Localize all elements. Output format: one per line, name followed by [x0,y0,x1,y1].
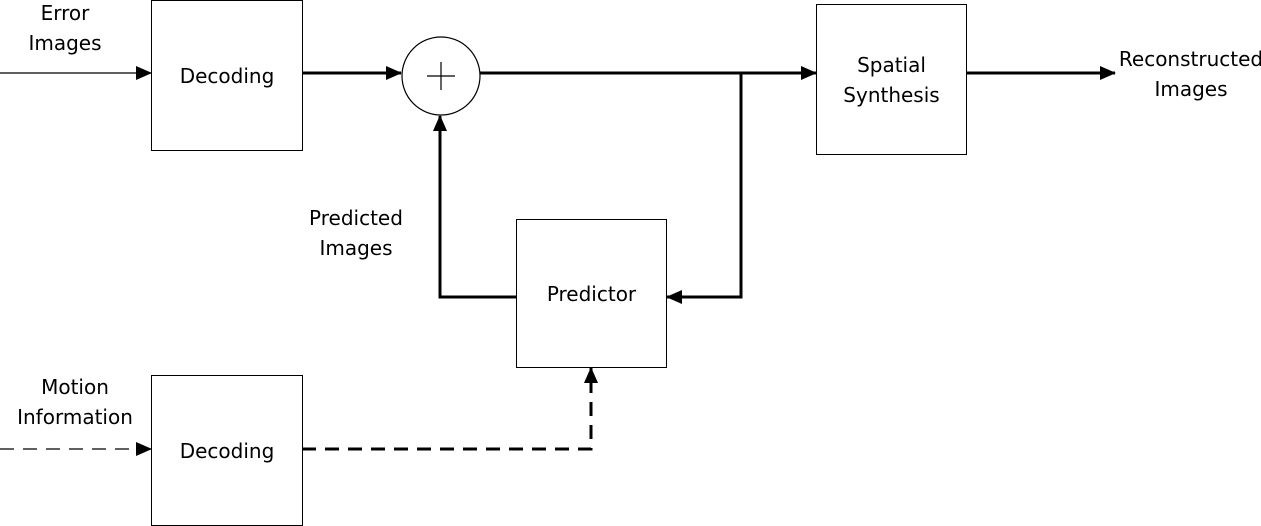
predictor-block: Predictor [516,219,667,368]
decoding-block-bottom: Decoding [151,375,303,526]
motion-decoding-to-predictor-arrow [302,367,598,451]
predicted-images-label: Predicted Images [309,206,403,260]
spatial-synthesis-label: Spatial Synthesis [843,52,940,107]
reconstructed-images-label: Reconstructed Images [1118,47,1261,101]
motion-information-label: Motion Information [17,375,133,429]
decoding-block-bottom-label: Decoding [179,438,275,463]
error-images-label: Error Images [28,1,102,55]
decoding-block-top: Decoding [151,0,303,151]
spatial-synthesis-block: Spatial Synthesis [816,4,967,155]
decoding-block-top-label: Decoding [179,63,275,88]
predictor-label: Predictor [546,281,637,306]
feedback-to-predictor-arrow [666,73,743,304]
predictor-to-sum-arrow [433,115,516,299]
